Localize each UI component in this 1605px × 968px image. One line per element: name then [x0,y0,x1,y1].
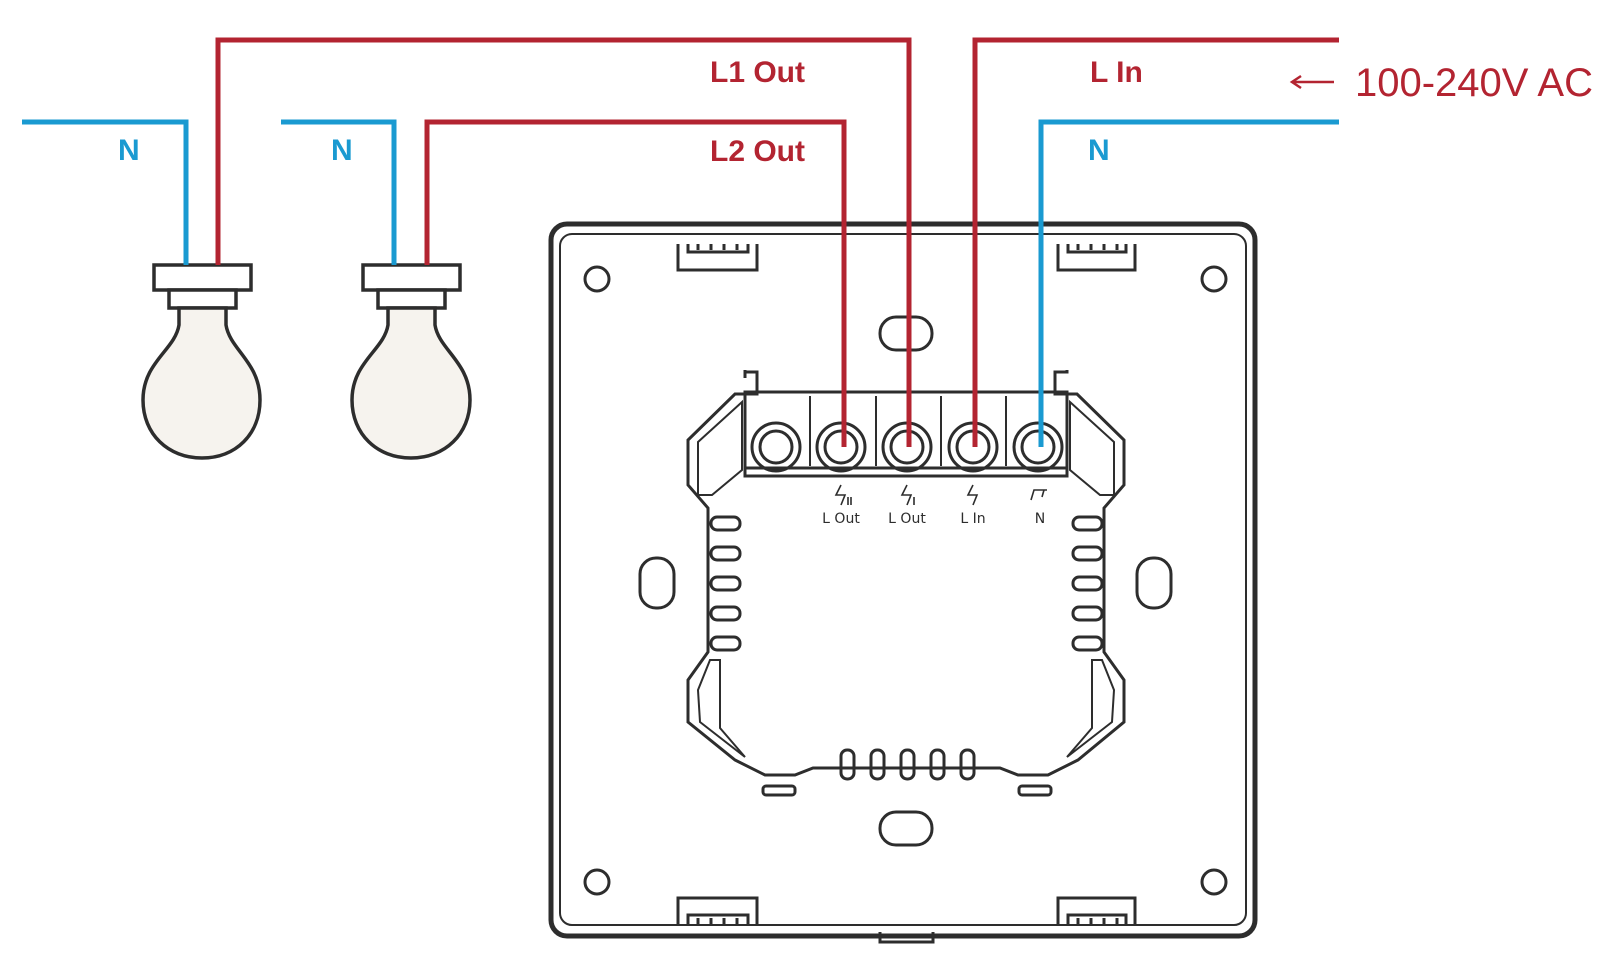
l2-out-label: L2 Out [710,135,805,168]
top-left-clip [676,244,759,272]
neutral-wire-supply [1038,119,1339,447]
supply-voltage-label: 100-240V AC [1355,61,1593,105]
n-label-lamp-2: N [331,134,353,167]
lightning-icon [900,484,915,506]
screw-hole-icon [1200,868,1228,896]
switch-back-plate [548,221,1258,944]
l2-out-wire [424,119,847,447]
l-in-label: L In [1090,56,1143,89]
n-label-lamp-1: N [118,134,140,167]
neutral-icon [1030,489,1047,501]
terminal-label-n: N [1035,511,1045,527]
bulb-icon [350,306,472,460]
lightning-icon [966,484,979,506]
terminal-label-l-in: L In [960,511,985,527]
l1-out-wire [215,37,912,447]
lamp-1 [141,263,262,460]
mounting-slot [878,315,934,352]
neutral-wire-lamp-2 [281,119,397,265]
l-in-wire [972,37,1339,447]
terminal-block [743,390,1069,470]
mounting-slot [1135,556,1173,610]
lightning-icon [834,484,852,506]
lamp-2 [350,263,472,460]
mounting-slot [638,556,676,610]
left-arrow-icon [1289,74,1334,90]
screw-hole-icon [1200,265,1228,293]
terminal-label-l2-out: L Out [888,511,926,527]
bottom-left-clip [676,896,759,924]
mounting-slot [878,810,934,847]
top-right-clip [1056,244,1137,272]
n-label-supply: N [1088,134,1110,167]
bulb-icon [141,306,262,460]
screw-hole-icon [583,265,611,293]
terminal-label-l1-out: L Out [822,511,860,527]
bottom-right-clip [1056,896,1137,924]
module-outline [686,370,1126,777]
neutral-wire-lamp-1 [22,119,189,265]
screw-hole-icon [583,868,611,896]
l1-out-label: L1 Out [710,56,805,89]
